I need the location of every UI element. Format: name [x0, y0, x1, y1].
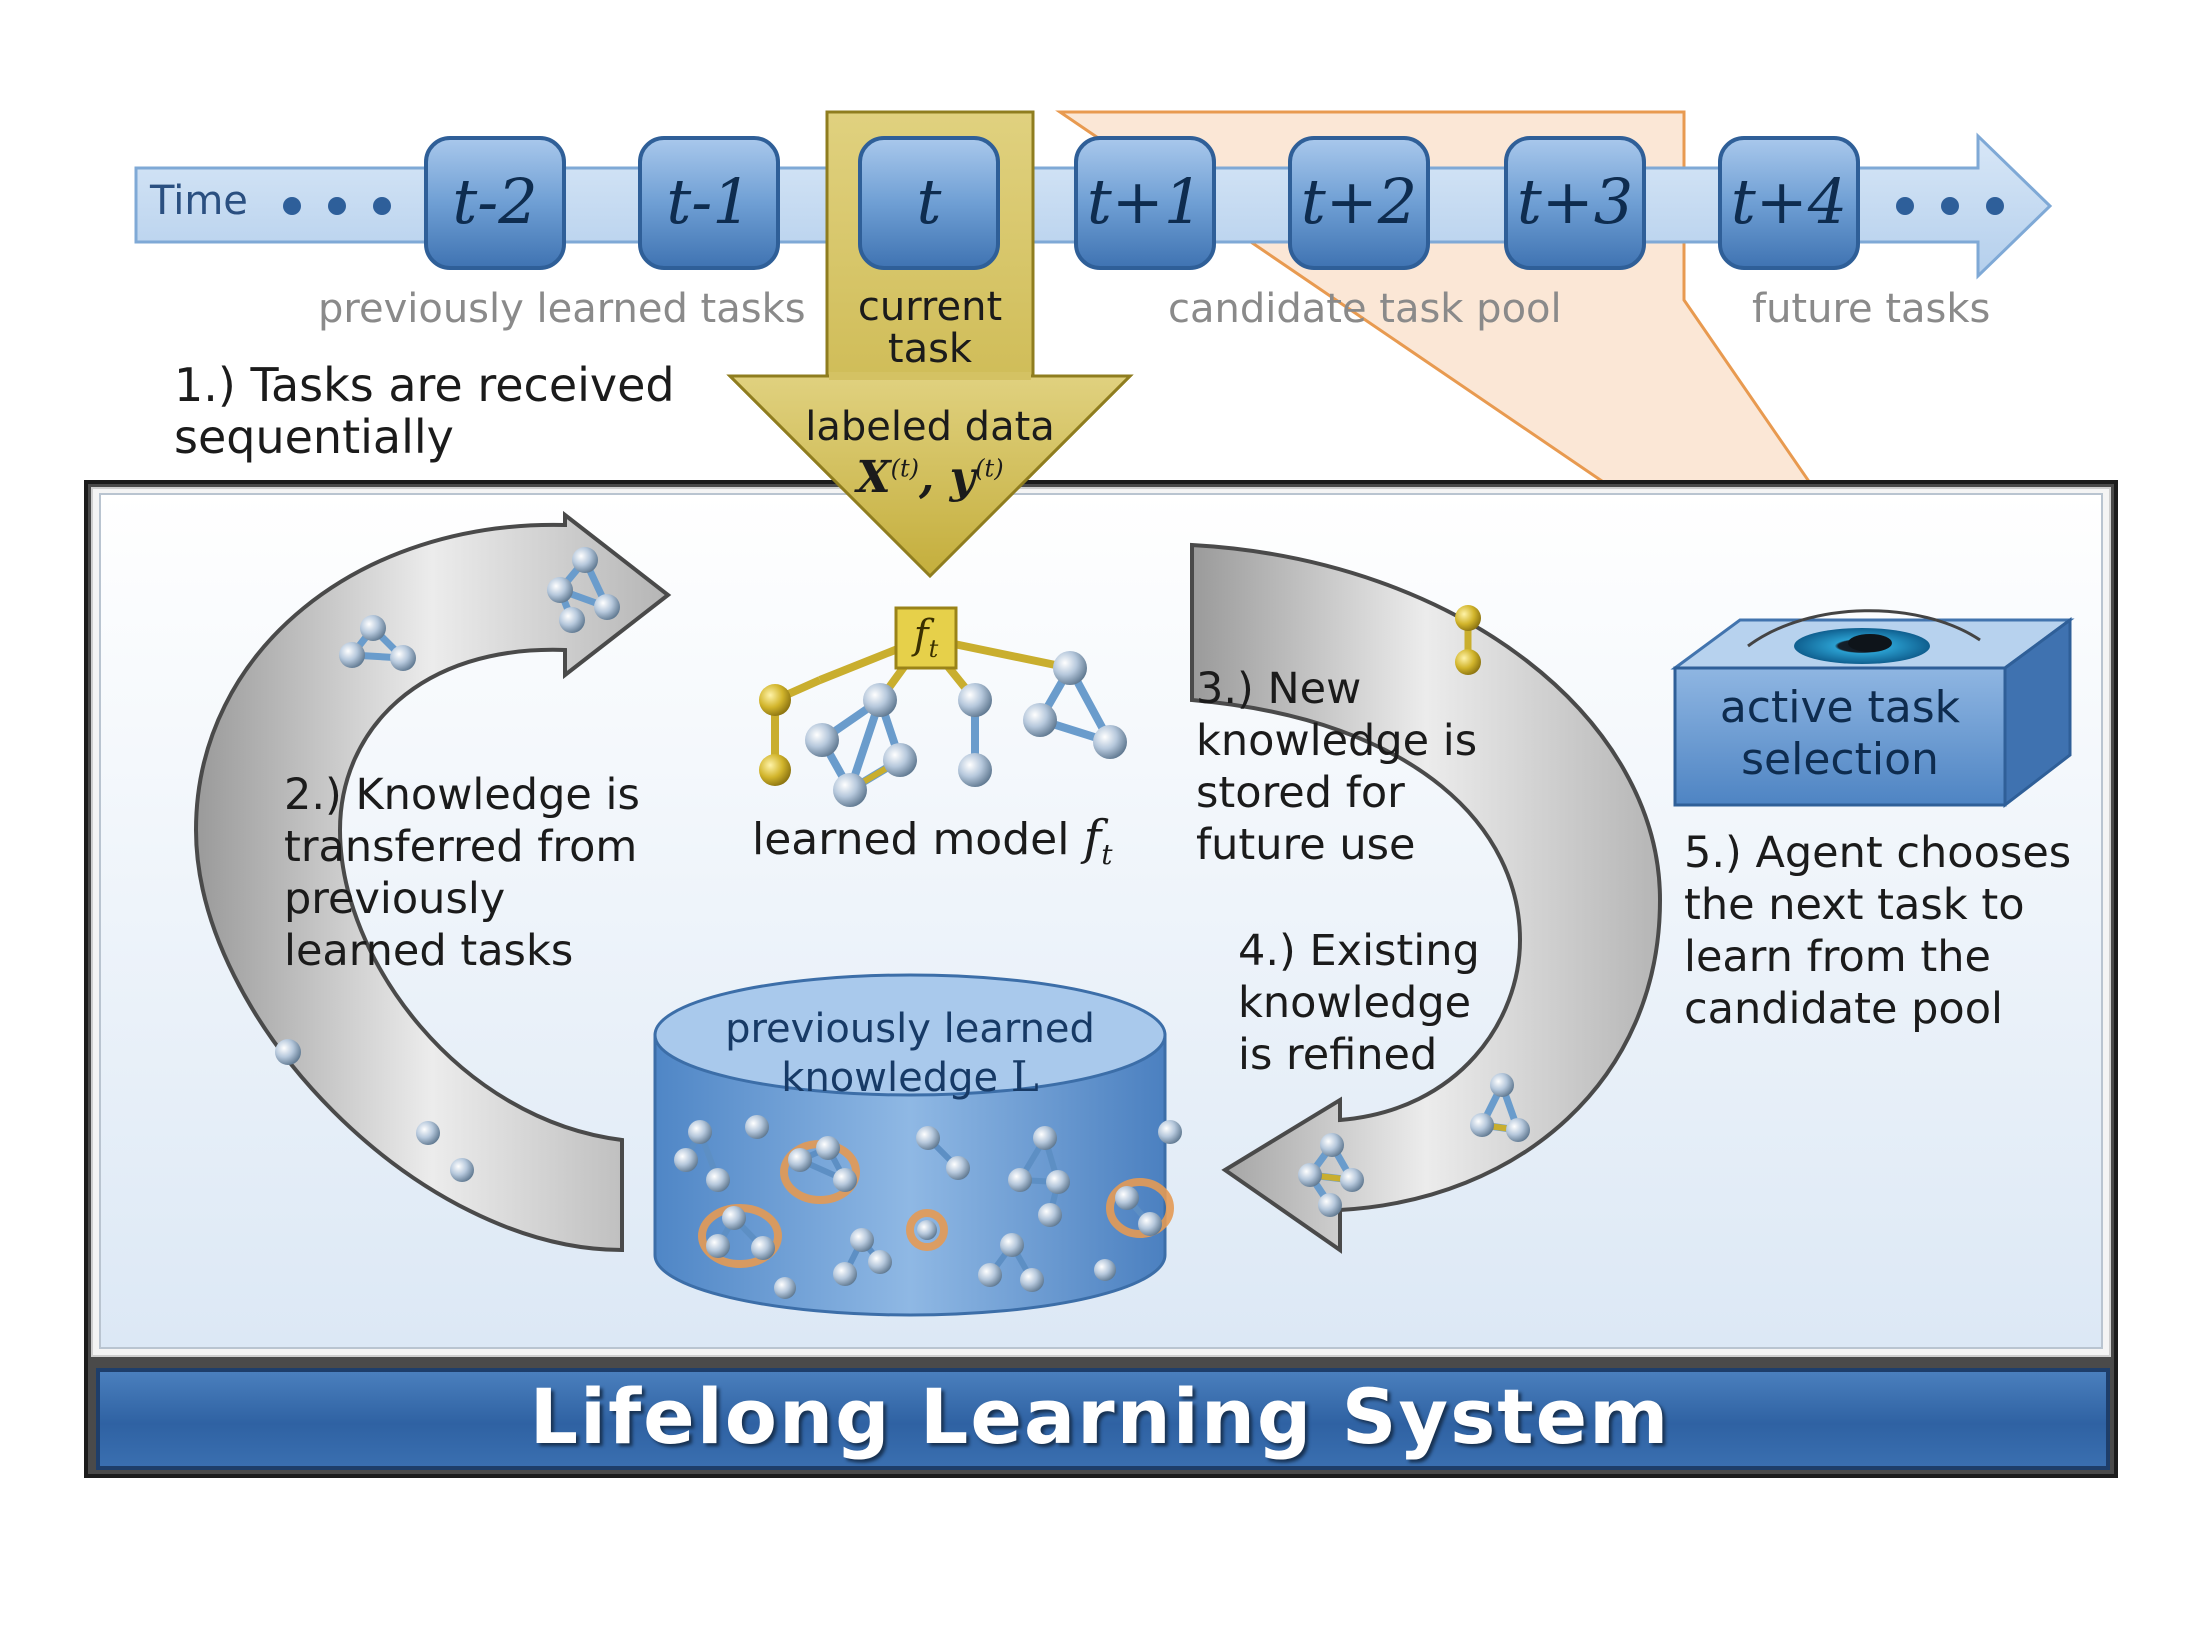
- x-symbol: X: [856, 452, 891, 503]
- step5-line3: learn from the: [1684, 932, 1991, 982]
- transfer-cycle-arrow: [193, 510, 672, 1253]
- step3-line3: stored for: [1196, 768, 1405, 818]
- system-title: Lifelong Learning System: [529, 1372, 1671, 1461]
- task-box-t: [858, 136, 1000, 270]
- step3-line1: 3.) New: [1196, 664, 1362, 714]
- y-superscript: (t): [975, 454, 1004, 483]
- caption-candidate-pool: candidate task pool: [1168, 286, 1562, 332]
- task-box-t-1: [638, 136, 780, 270]
- task-label-t+1: t+1: [1086, 165, 1204, 238]
- step2-line3: previously: [284, 874, 506, 924]
- step3-line4: future use: [1196, 820, 1416, 870]
- model-root-node: [894, 606, 958, 670]
- task-label-t+3: t+3: [1516, 165, 1634, 238]
- caption-current-line2: task: [887, 326, 973, 372]
- caption-future-tasks: future tasks: [1752, 286, 1991, 332]
- step2-line1: 2.) Knowledge is: [284, 770, 640, 820]
- task-label-t: t: [916, 165, 942, 238]
- active-box-line2: selection: [1741, 734, 1939, 785]
- y-symbol: y: [949, 452, 976, 503]
- step4-line1: 4.) Existing: [1238, 926, 1480, 976]
- task-label-t+4: t+4: [1730, 165, 1848, 238]
- task-box-t+2: [1288, 136, 1430, 270]
- labeled-data-label: labeled data: [805, 404, 1055, 450]
- model-node-label: ft: [913, 612, 939, 663]
- step2-line2: transferred from: [284, 822, 638, 872]
- task-box-t-2: [424, 136, 566, 270]
- step1-line1: 1.) Tasks are received: [174, 358, 675, 412]
- store-refine-cycle-arrow: [1190, 542, 1663, 1254]
- comma: ,: [918, 452, 935, 503]
- database-label-line2: knowledge L: [781, 1052, 1039, 1101]
- caption-previous-tasks: previously learned tasks: [318, 286, 806, 332]
- labeled-data-symbols: X(t), y(t): [780, 452, 1080, 504]
- active-task-selection-box: [1670, 609, 2075, 809]
- step4-line3: is refined: [1238, 1030, 1438, 1080]
- task-box-t+3: [1504, 136, 1646, 270]
- step3-line2: knowledge is: [1196, 716, 1478, 766]
- task-label-t-1: t-1: [666, 165, 752, 238]
- learned-model-tree: [759, 606, 1127, 807]
- system-title-bar: [96, 1368, 2110, 1470]
- step4-line2: knowledge: [1238, 978, 1472, 1028]
- time-dots-left: [283, 197, 391, 215]
- time-dots-right: [1896, 197, 2004, 215]
- task-label-t+2: t+2: [1300, 165, 1418, 238]
- time-label: Time: [150, 178, 248, 224]
- knowledge-database: [653, 973, 1182, 1317]
- caption-current-line1: current: [857, 284, 1003, 330]
- database-label-line1: previously learned: [725, 1006, 1095, 1052]
- step5-line4: candidate pool: [1684, 984, 2003, 1034]
- step5-line2: the next task to: [1684, 880, 2025, 930]
- task-box-t+1: [1074, 136, 1216, 270]
- step5-line1: 5.) Agent chooses: [1684, 828, 2072, 878]
- active-box-line1: active task: [1719, 682, 1961, 733]
- step1-line2: sequentially: [174, 410, 454, 464]
- x-superscript: (t): [890, 454, 919, 483]
- task-box-t+4: [1718, 136, 1860, 270]
- task-label-t-2: t-2: [452, 165, 538, 238]
- knowledge-symbol: L: [1010, 1052, 1039, 1101]
- learned-model-caption: learned model ft: [752, 810, 1113, 871]
- step2-line4: learned tasks: [284, 926, 574, 976]
